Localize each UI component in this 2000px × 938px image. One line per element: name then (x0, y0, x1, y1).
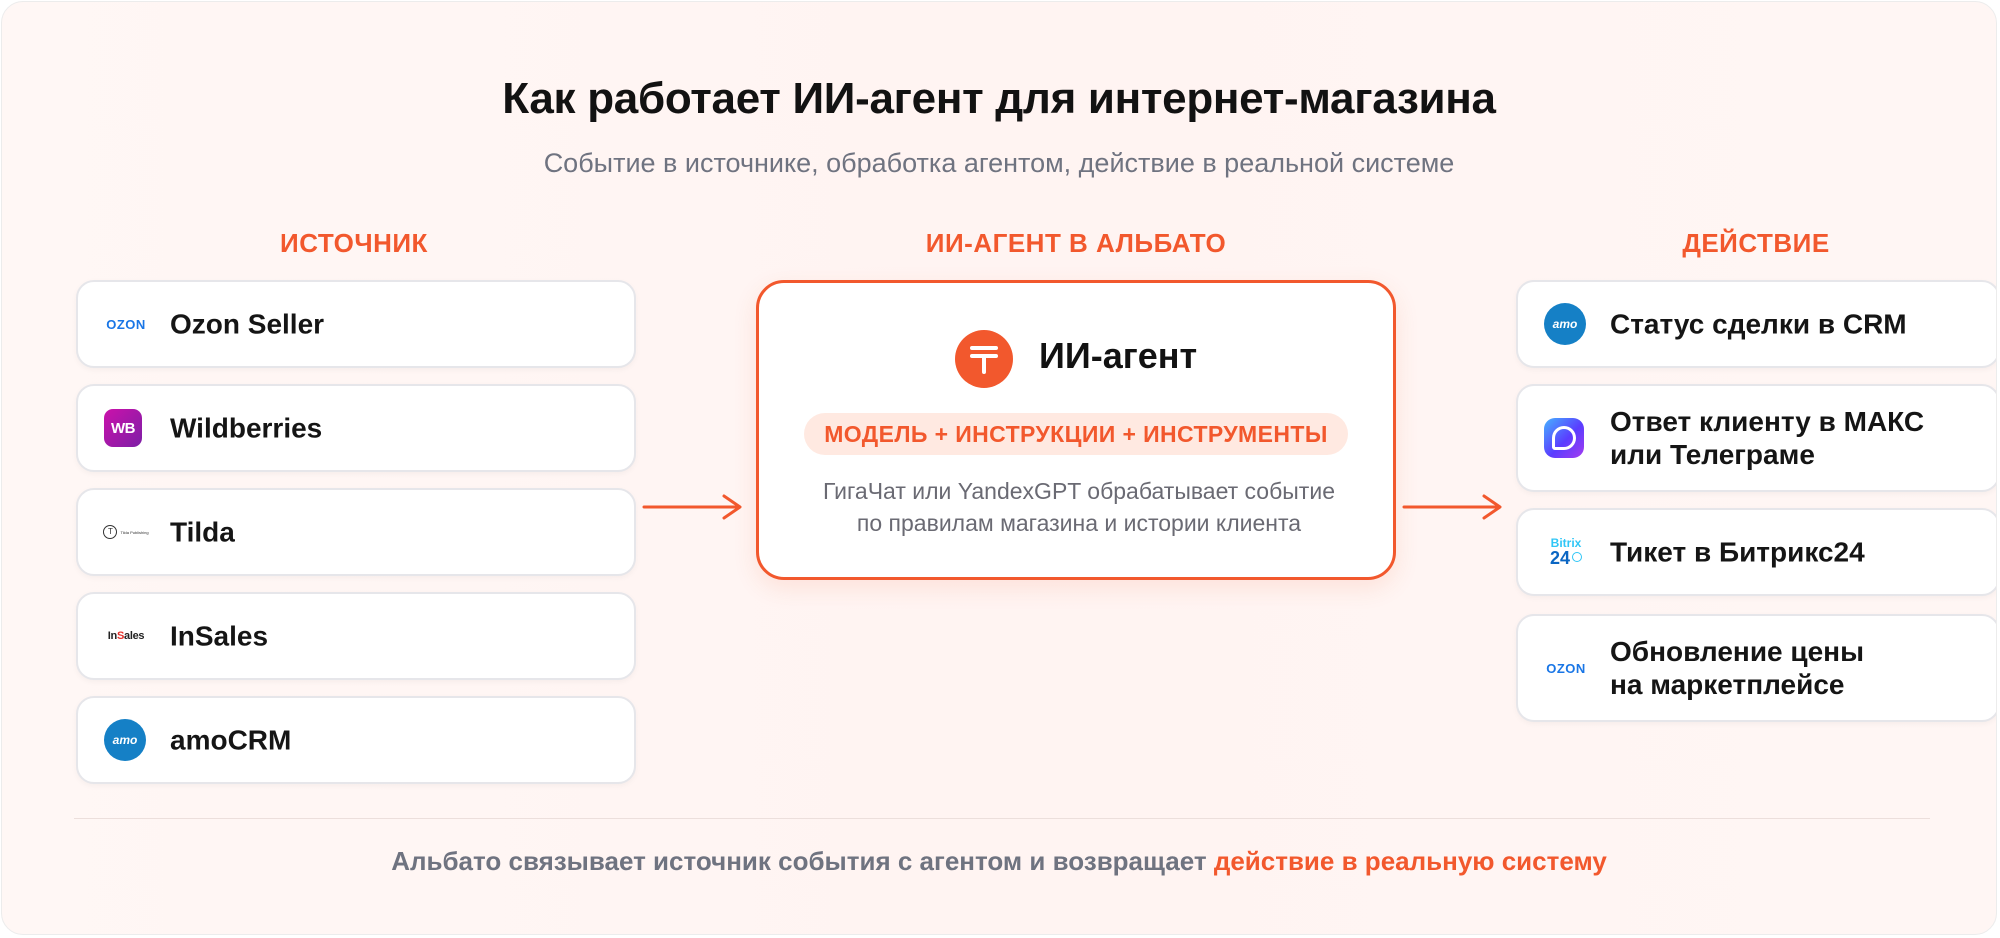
source-card-insales: InSales InSales (76, 592, 636, 680)
ozon-logo-icon: OZON (104, 302, 148, 346)
agent-description-line: ГигаЧат или YandexGPT обрабатывает событ… (823, 478, 1335, 504)
max-messenger-icon (1544, 418, 1584, 458)
footer-caption: Альбато связывает источник события с аге… (2, 846, 1996, 877)
source-card-ozon: OZON Ozon Seller (76, 280, 636, 368)
agent-description: ГигаЧат или YandexGPT обрабатывает событ… (779, 475, 1379, 539)
bitrix24-logo-number: 24 (1549, 548, 1571, 568)
agent-column-heading: ИИ-АГЕНТ В АЛЬБАТО (925, 228, 1227, 258)
action-card-crm-status: amo Статус сделки в CRM (1516, 280, 1996, 368)
action-label: Обновление цены на маркетплейсе (1610, 635, 1864, 701)
footer-text: Альбато связывает источник события с аге… (391, 846, 1214, 876)
action-label: Статус сделки в CRM (1610, 308, 1907, 341)
tilda-logo-text: Tilda Publishing (120, 530, 149, 535)
agent-card: ИИ-агент МОДЕЛЬ + ИНСТРУКЦИИ + ИНСТРУМЕН… (756, 280, 1396, 580)
action-label-line: Ответ клиенту в МАКС (1610, 406, 1925, 437)
footer-accent-text: действие в реальную систему (1213, 846, 1607, 876)
source-column-heading: ИСТОЧНИК (280, 228, 428, 258)
arrow-right-icon (642, 494, 742, 520)
arrow-right-icon (1402, 494, 1502, 520)
bitrix24-logo-text: Bitrix (1550, 536, 1582, 550)
action-label: Ответ клиенту в МАКС или Телеграме (1610, 405, 1924, 471)
source-label: InSales (170, 620, 269, 652)
action-column-heading: ДЕЙСТВИЕ (1682, 228, 1830, 258)
action-label-line: Обновление цены (1610, 636, 1865, 667)
amocrm-logo-text: amo (1552, 317, 1578, 331)
source-label: Tilda (170, 516, 235, 548)
source-label: Wildberries (170, 412, 323, 444)
agent-description-line: по правилам магазина и истории клиента (856, 510, 1302, 536)
action-card-messenger-reply: Ответ клиенту в МАКС или Телеграме (1516, 384, 1996, 492)
source-label: amoCRM (170, 724, 292, 756)
page-title: Как работает ИИ-агент для интернет-магаз… (502, 74, 1496, 123)
source-card-wildberries: WB Wildberries (76, 384, 636, 472)
amocrm-logo-icon: amo (1544, 303, 1586, 345)
ozon-logo-icon: OZON (1544, 646, 1588, 690)
source-label: Ozon Seller (170, 308, 325, 340)
amocrm-logo-text: amo (112, 733, 138, 747)
action-label-line: или Телеграме (1610, 439, 1815, 470)
source-card-amocrm: amo amoCRM (76, 696, 636, 784)
action-card-price-update: OZON Обновление цены на маркетплейсе (1516, 614, 1996, 722)
ozon-logo-text: OZON (1546, 660, 1586, 676)
albato-agent-icon (955, 330, 1013, 388)
action-label-line: на маркетплейсе (1610, 669, 1845, 700)
insales-logo-icon: InSales (104, 614, 148, 658)
action-label-line: Тикет в Битрикс24 (1610, 536, 1865, 568)
insales-logo-text: InSales (107, 630, 145, 642)
footer-divider (74, 818, 1930, 819)
action-card-bitrix-ticket: Bitrix 24 Тикет в Битрикс24 (1516, 508, 1996, 596)
wildberries-logo-text: WB (111, 419, 136, 437)
page-subtitle: Событие в источнике, обработка агентом, … (543, 148, 1455, 178)
bitrix24-logo-icon: Bitrix 24 (1544, 530, 1588, 574)
wildberries-logo-icon: WB (104, 409, 142, 447)
agent-title: ИИ-агент (1039, 335, 1198, 376)
action-label: Тикет в Битрикс24 (1610, 536, 1865, 569)
agent-components-pill: МОДЕЛЬ + ИНСТРУКЦИИ + ИНСТРУМЕНТЫ (804, 413, 1348, 455)
amocrm-logo-icon: amo (104, 719, 146, 761)
action-label-line: Статус сделки в CRM (1610, 308, 1907, 340)
ozon-logo-text: OZON (106, 316, 146, 332)
